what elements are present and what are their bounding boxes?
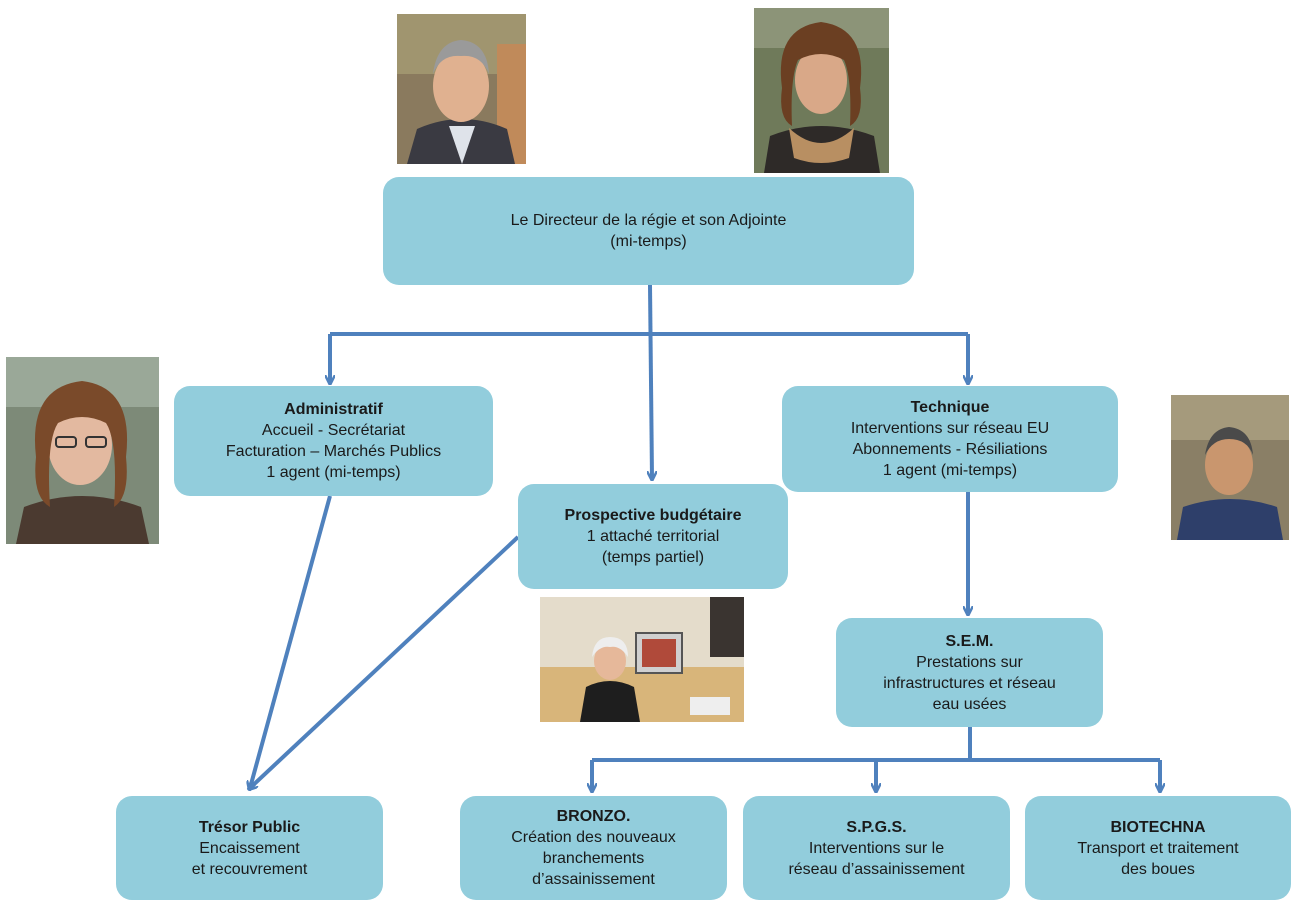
bronzo-line-2: branchements bbox=[542, 850, 645, 867]
adjointe-photo bbox=[754, 8, 889, 173]
technique-title: Technique bbox=[910, 399, 990, 416]
biotechna-title: BIOTECHNA bbox=[1110, 818, 1206, 836]
technique-line-1: Interventions sur réseau EU bbox=[850, 420, 1050, 437]
administratif-box: Administratif Accueil - Secrétariat Fact… bbox=[174, 386, 493, 496]
tresor-box: Trésor Public Encaissement et recouvreme… bbox=[116, 796, 383, 900]
tresor-title: Trésor Public bbox=[198, 818, 301, 836]
biotechna-box: BIOTECHNA Transport et traitement des bo… bbox=[1025, 796, 1291, 900]
director-photo bbox=[397, 14, 526, 164]
director-line-1: Le Directeur de la régie et son Adjointe bbox=[510, 212, 787, 229]
spgs-line-2: réseau d’assainissement bbox=[788, 860, 965, 878]
spgs-box: S.P.G.S. Interventions sur le réseau d’a… bbox=[743, 796, 1010, 900]
spgs-line-1: Interventions sur le bbox=[808, 839, 945, 857]
technique-box: Technique Interventions sur réseau EU Ab… bbox=[782, 386, 1118, 492]
spgs-title: S.P.G.S. bbox=[846, 818, 907, 836]
connector-director-prospective bbox=[650, 284, 652, 478]
technique-line-3: 1 agent (mi-temps) bbox=[882, 462, 1018, 479]
administratif-photo bbox=[6, 357, 159, 544]
director-box: Le Directeur de la régie et son Adjointe… bbox=[383, 177, 914, 285]
bronzo-title: BRONZO. bbox=[556, 808, 631, 825]
bronzo-box: BRONZO. Création des nouveaux branchemen… bbox=[460, 796, 727, 900]
administratif-title: Administratif bbox=[284, 401, 383, 418]
technique-line-2: Abonnements - Résiliations bbox=[852, 441, 1048, 458]
administratif-line-3: 1 agent (mi-temps) bbox=[266, 464, 401, 481]
sem-line-3: eau usées bbox=[932, 695, 1007, 713]
prospective-line-1: 1 attaché territorial bbox=[586, 528, 720, 545]
director-line-2: (mi-temps) bbox=[610, 233, 687, 250]
prospective-line-2: (temps partiel) bbox=[601, 549, 705, 566]
tresor-line-1: Encaissement bbox=[199, 839, 300, 857]
sem-line-2: infrastructures et réseau bbox=[883, 674, 1056, 692]
tresor-line-2: et recouvrement bbox=[191, 860, 308, 878]
biotechna-line-1: Transport et traitement bbox=[1077, 839, 1239, 857]
sem-box: S.E.M. Prestations sur infrastructures e… bbox=[836, 618, 1103, 727]
biotechna-line-2: des boues bbox=[1121, 860, 1195, 878]
administratif-line-1: Accueil - Secrétariat bbox=[261, 422, 406, 439]
administratif-line-2: Facturation – Marchés Publics bbox=[225, 443, 442, 460]
bronzo-line-3: d’assainissement bbox=[532, 871, 655, 888]
technique-photo bbox=[1171, 395, 1289, 540]
sem-line-1: Prestations sur bbox=[916, 653, 1023, 671]
bronzo-line-1: Création des nouveaux bbox=[511, 829, 676, 846]
sem-title: S.E.M. bbox=[945, 632, 994, 650]
connector-prospective-tresor bbox=[250, 535, 520, 788]
prospective-box: Prospective budgétaire 1 attaché territo… bbox=[518, 484, 788, 589]
connector-administratif-tresor bbox=[250, 495, 332, 788]
prospective-photo bbox=[540, 597, 744, 722]
prospective-title: Prospective budgétaire bbox=[564, 507, 742, 524]
